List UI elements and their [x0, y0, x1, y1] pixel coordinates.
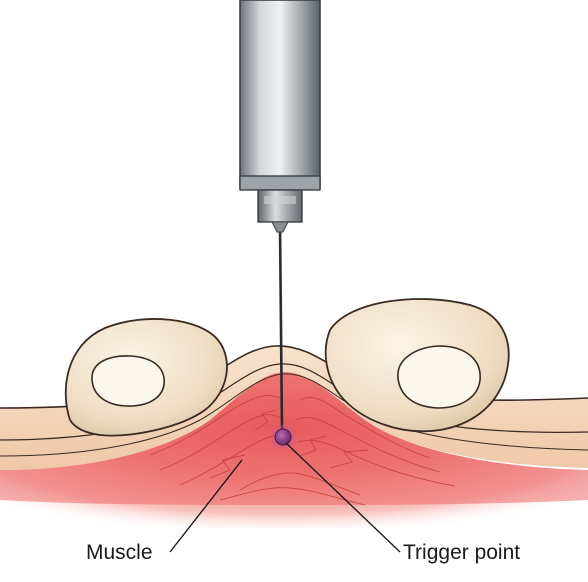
muscle-label: Muscle — [86, 541, 153, 564]
needle-shaft — [278, 225, 284, 433]
label-leader-lines — [169, 442, 401, 553]
syringe-needle-icon — [239, 0, 321, 233]
fingertip-left-icon — [64, 318, 228, 437]
muscle-leader-line — [169, 459, 243, 553]
fingertip-right-icon — [324, 298, 510, 433]
trigger-point-label: Trigger point — [403, 541, 521, 564]
trigger-point-icon — [271, 425, 295, 449]
muscle-fibers — [149, 395, 456, 506]
fingernail-left — [91, 355, 165, 407]
trigger-point-leader-line — [285, 442, 401, 553]
fingernail-right — [397, 345, 481, 409]
